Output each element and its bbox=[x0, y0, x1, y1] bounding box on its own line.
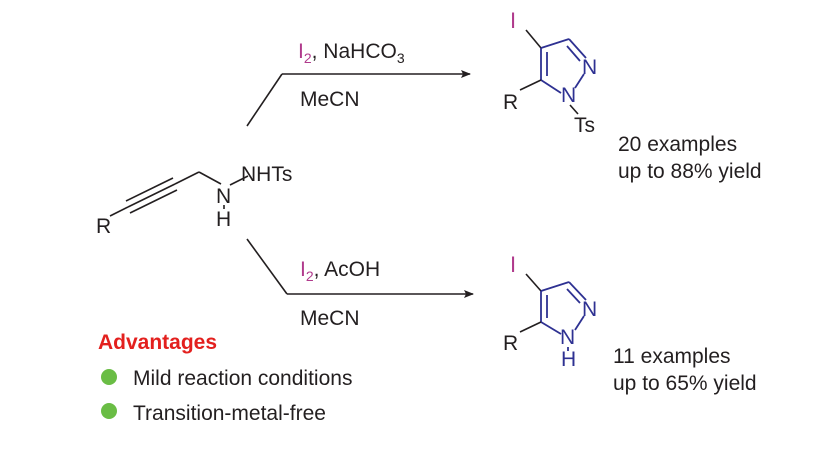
product-top: I N N R Ts 20 examples up to 88% yield bbox=[503, 8, 762, 183]
product-bottom-ring-n2-n1 bbox=[574, 315, 585, 331]
product-top-ring-c3-n2-double bbox=[566, 45, 581, 62]
arrow-bottom-branch bbox=[246, 238, 288, 295]
sm-bond-ch2-n bbox=[198, 171, 222, 185]
arrow-top-solvent: MeCN bbox=[300, 88, 360, 111]
arrow-bottom-solvent: MeCN bbox=[300, 307, 360, 330]
sm-bond-n-n bbox=[229, 175, 249, 186]
product-bottom-ring-n1-c5 bbox=[540, 321, 562, 335]
product-bottom-bond-c4-i bbox=[525, 273, 542, 292]
product-bottom-ring-c3-n2-double bbox=[566, 288, 581, 304]
sm-triple-bond-3 bbox=[129, 189, 178, 214]
product-bottom-bond-c5-r bbox=[519, 321, 542, 333]
advantages-title: Advantages bbox=[98, 331, 217, 354]
sm-bond-r-alkyne bbox=[109, 206, 129, 217]
product-top-ring-c3-n2 bbox=[568, 38, 587, 59]
product-top-examples: 20 examples bbox=[618, 133, 737, 156]
product-bottom-r: R bbox=[503, 332, 518, 355]
product-top-bond-c4-i bbox=[525, 29, 542, 49]
bullet-icon bbox=[101, 369, 117, 385]
product-top-bond-c5-r bbox=[519, 79, 542, 91]
product-bottom: I N N H R 11 examples up to 65% yield bbox=[503, 252, 757, 395]
product-top-ring-n1-c5 bbox=[540, 79, 562, 94]
sm-triple-bond-2 bbox=[125, 177, 174, 202]
advantage-item: Mild reaction conditions bbox=[133, 367, 352, 390]
sm-nhts: NHTs bbox=[241, 163, 292, 186]
product-bottom-ring-c4-c3 bbox=[540, 281, 570, 292]
product-top-n1: N bbox=[561, 84, 576, 107]
product-bottom-ring-c3-n2 bbox=[568, 281, 587, 301]
product-bottom-iodo: I bbox=[510, 252, 516, 277]
product-bottom-h: H bbox=[561, 348, 576, 371]
product-top-iodo: I bbox=[510, 8, 516, 33]
product-top-n2: N bbox=[582, 56, 597, 79]
sm-bond-ch2 bbox=[174, 171, 200, 185]
reaction-arrow-bottom: I2, AcOH MeCN bbox=[246, 238, 474, 330]
product-top-ring-c4-c3 bbox=[540, 38, 570, 49]
product-top-r: R bbox=[503, 91, 518, 114]
product-top-yield: up to 88% yield bbox=[618, 160, 762, 183]
product-bottom-yield: up to 65% yield bbox=[613, 372, 757, 395]
product-top-ts: Ts bbox=[574, 114, 595, 137]
arrow-top-reagents: I2, NaHCO3 bbox=[298, 40, 405, 66]
product-bottom-n2: N bbox=[582, 298, 597, 321]
product-top-ring-n2-n1 bbox=[574, 73, 585, 89]
arrow-bottom-reagents: I2, AcOH bbox=[300, 258, 380, 284]
product-top-bond-n1-ts bbox=[569, 104, 579, 115]
advantages: Advantages Mild reaction conditions Tran… bbox=[98, 331, 352, 425]
product-bottom-examples: 11 examples bbox=[613, 345, 731, 368]
arrow-top-branch bbox=[246, 73, 283, 127]
product-bottom-n1: N bbox=[560, 326, 575, 349]
reaction-arrow-top: I2, NaHCO3 MeCN bbox=[246, 40, 471, 127]
sm-r-label: R bbox=[96, 215, 111, 238]
starting-material: R N H NHTs bbox=[96, 163, 292, 238]
sm-nh-n: N bbox=[216, 185, 231, 208]
bullet-icon bbox=[101, 403, 117, 419]
sm-nh-h: H bbox=[216, 208, 231, 231]
sm-triple-bond-1 bbox=[127, 183, 176, 208]
advantage-item: Transition-metal-free bbox=[133, 402, 326, 425]
